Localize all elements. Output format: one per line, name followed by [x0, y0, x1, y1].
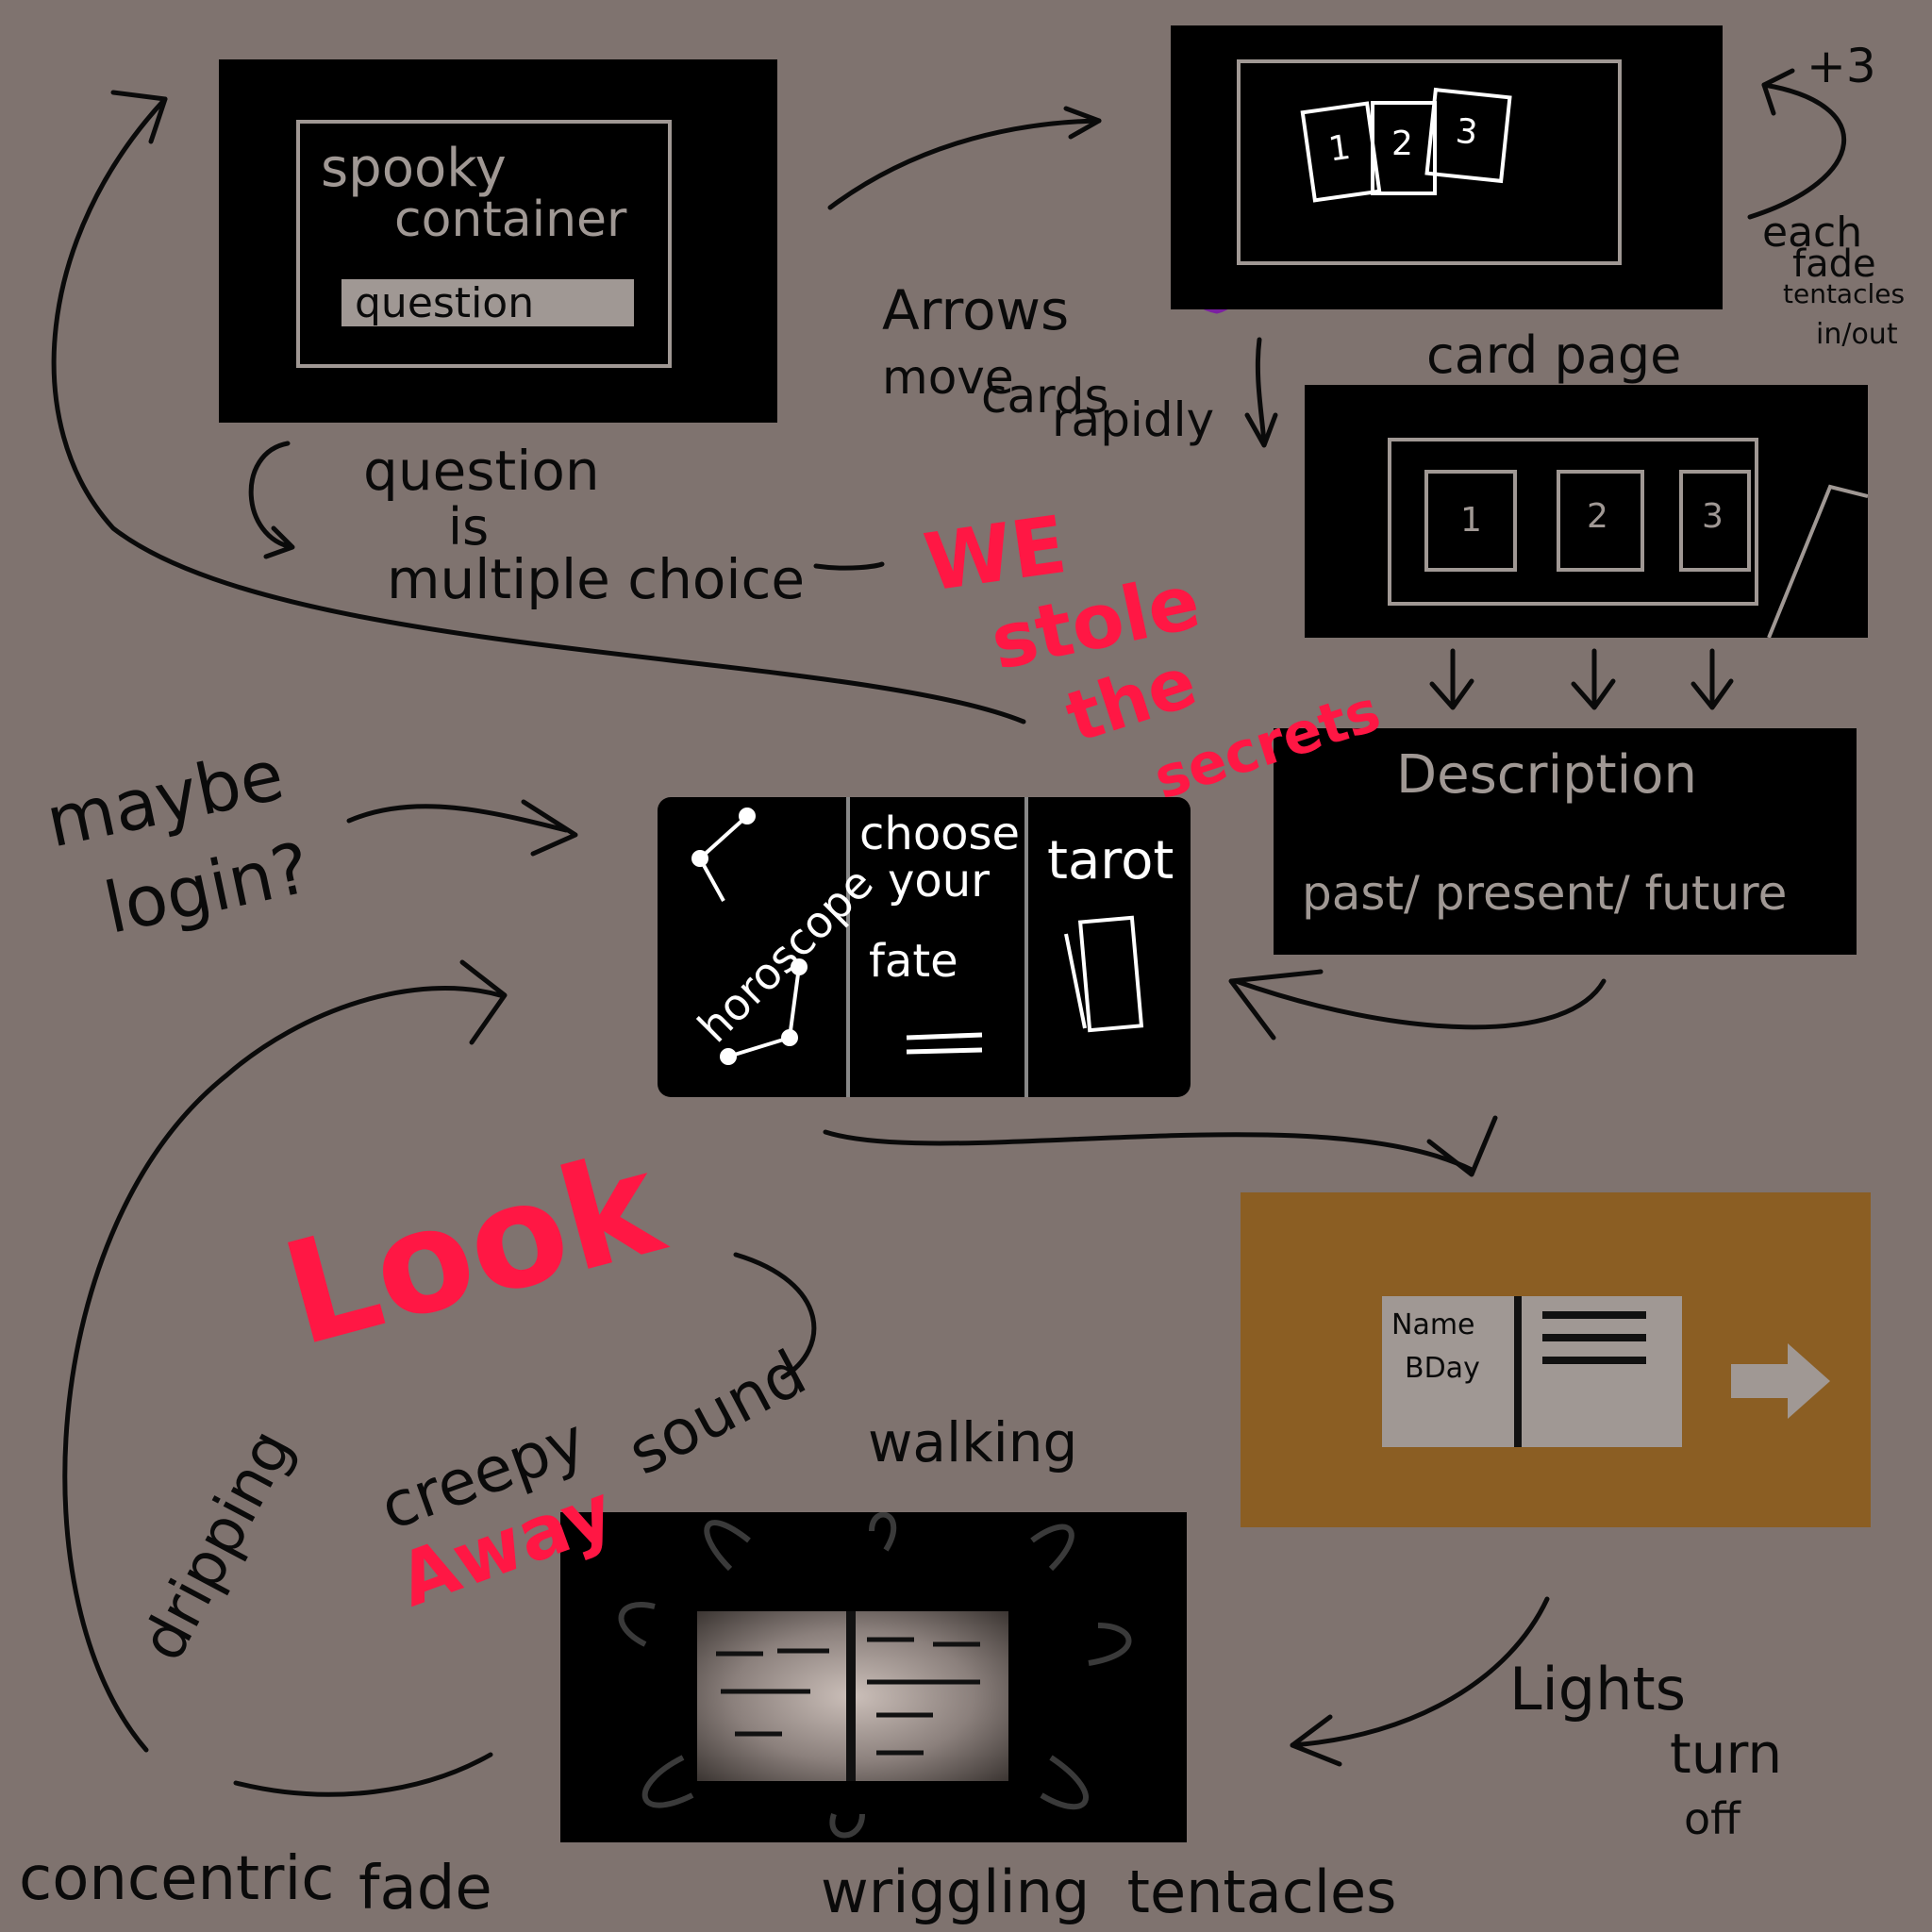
note-fade: fade [1792, 242, 1876, 286]
constellation-icon [691, 808, 808, 1065]
note-fade-bottom: fade [358, 1854, 492, 1924]
card-3-label: 3 [1702, 497, 1724, 536]
arrow-shuffle-to-cardpage [1255, 337, 1267, 446]
arrow-question-to-shuffle [827, 118, 1102, 210]
shuffle-card-1-label: 1 [1325, 127, 1354, 170]
note-card-page: card page [1426, 325, 1682, 385]
menu-horoscope-column[interactable]: horoscope [658, 797, 883, 1097]
menu-tarot-label: tarot [1047, 830, 1174, 891]
panel-description: Description past/ present/ future [1274, 728, 1857, 955]
note-rapidly: rapidly [1052, 392, 1215, 447]
shuffle-card-2[interactable]: 2 [1371, 101, 1437, 195]
note-x3: +3 [1807, 39, 1876, 93]
arrow-login-note-to-menu [346, 804, 569, 833]
panel-card-page: 1 2 3 [1305, 385, 1868, 638]
note-arrows: Arrows [882, 278, 1070, 342]
note-move: move [882, 350, 1014, 405]
arrow-right-icon[interactable] [1731, 1343, 1835, 1419]
shuffle-card-3-label: 3 [1454, 111, 1480, 153]
tentacles-icon [618, 1512, 1132, 1839]
card-1[interactable]: 1 [1424, 470, 1517, 572]
note-in-out: in/out [1816, 318, 1898, 351]
menu-tarot-column[interactable]: tarot [1028, 797, 1191, 1097]
note-off: off [1684, 1793, 1740, 1844]
shuffle-card-3[interactable]: 3 [1424, 87, 1512, 184]
description-subtitle: past/ present/ future [1302, 866, 1788, 921]
card-2-label: 2 [1587, 497, 1608, 536]
panel-question-page: spooky container question [219, 59, 777, 423]
note-concentric: concentric [19, 1844, 335, 1914]
container-title-line1: spooky [321, 138, 507, 199]
menu-choose-line1: choose [859, 808, 1021, 860]
note-tentacles: tentacles [1783, 278, 1906, 309]
login-extra-input[interactable] [1542, 1357, 1646, 1364]
menu-choose-line3: fate [869, 935, 958, 988]
arrow-description-to-menu [1233, 978, 1607, 1030]
panel-login: Name BDay [1241, 1192, 1871, 1527]
note-each: each [1762, 208, 1863, 257]
login-bday-label: BDay [1405, 1352, 1480, 1385]
note-is: is [448, 497, 490, 557]
glowing-book-spine [846, 1611, 856, 1781]
note-wriggling-tentacles: wriggling tentacles [821, 1857, 1397, 1926]
arrow-shuffle-loop [1747, 82, 1847, 220]
card-2[interactable]: 2 [1557, 470, 1644, 572]
note-turn: turn [1670, 1722, 1783, 1786]
panel-shuffle-page: 1 2 3 [1171, 25, 1723, 309]
page-curl [1767, 484, 1868, 638]
card-3[interactable]: 3 [1679, 470, 1751, 572]
glowing-book [697, 1611, 1008, 1781]
note-multiple-choice: multiple choice [387, 547, 806, 611]
panel-book [560, 1512, 1187, 1842]
description-title: Description [1396, 744, 1697, 806]
arrow-menu-to-question [51, 96, 1026, 724]
shuffle-frame: 1 2 3 [1237, 59, 1622, 265]
login-book: Name BDay [1382, 1296, 1682, 1447]
arrow-menu-to-login [823, 1129, 1474, 1173]
login-name-input[interactable] [1542, 1311, 1646, 1319]
note-question: question [363, 439, 600, 503]
shuffle-card-2-label: 2 [1391, 125, 1413, 163]
login-name-label: Name [1391, 1308, 1475, 1341]
card-1-label: 1 [1460, 501, 1482, 540]
question-field[interactable]: question [341, 279, 634, 326]
question-lines-icon [906, 1032, 983, 1055]
question-field-label: question [355, 279, 535, 327]
arrow-book-to-menu [62, 986, 503, 1753]
note-lights: Lights [1509, 1655, 1687, 1724]
note-cards: cards [981, 369, 1109, 424]
book-text-lines [716, 1637, 980, 1756]
login-bday-input[interactable] [1542, 1334, 1646, 1341]
shuffle-card-1[interactable]: 1 [1300, 101, 1382, 203]
panel-main-menu: horoscope choose your fate tarot [658, 797, 1191, 1097]
tarot-card-icon [1064, 915, 1144, 1033]
arrow-login-to-book [1290, 1596, 1550, 1748]
login-book-spine [1514, 1296, 1522, 1447]
spooky-container: spooky container question [296, 120, 672, 368]
card-row-frame: 1 2 3 [1388, 438, 1758, 606]
menu-choose-line2: your [888, 855, 990, 908]
menu-choose-column[interactable]: choose your fate [850, 797, 1028, 1097]
note-walking: walking [868, 1410, 1078, 1474]
container-title-line2: container [394, 192, 627, 248]
